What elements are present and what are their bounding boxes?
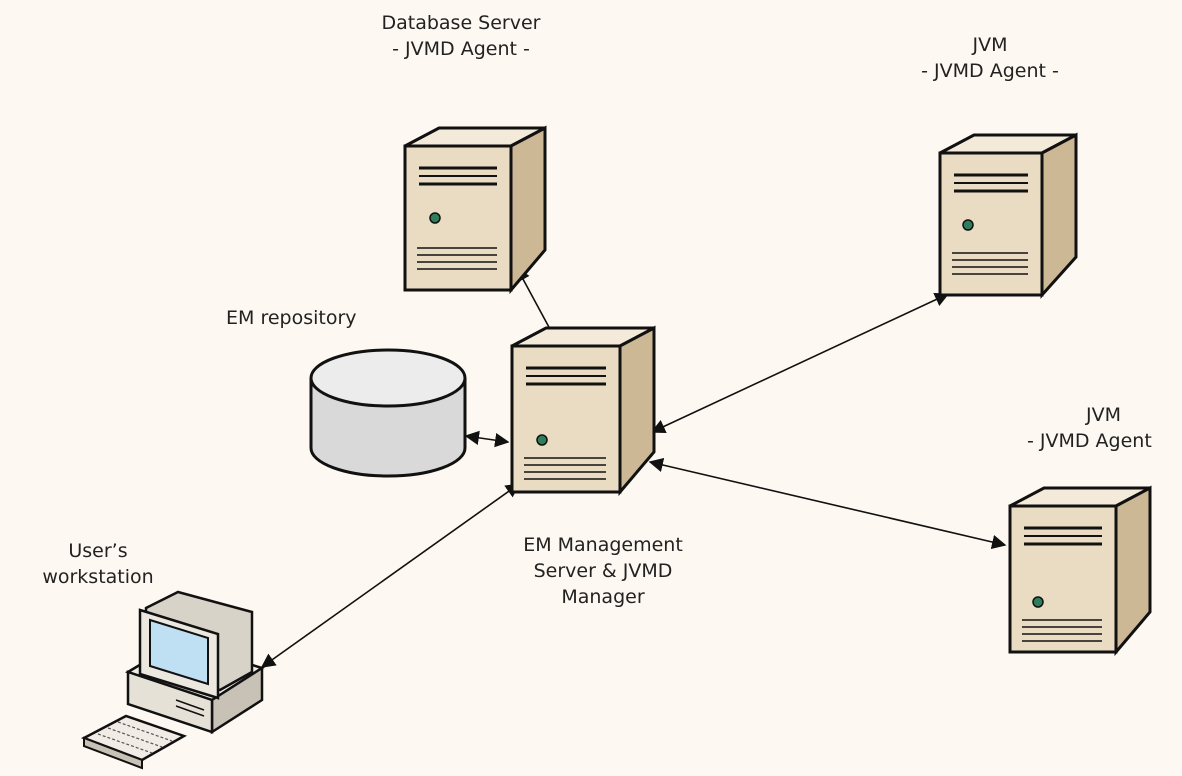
server-icon-em-management	[510, 325, 656, 497]
server-icon-jvm-right	[1008, 485, 1152, 657]
label-em-server-line2: Server & JVMD	[533, 560, 673, 582]
database-cylinder-icon	[309, 348, 467, 478]
label-jvm-right-line1: JVM	[1086, 404, 1121, 426]
label-em-repository: EM repository	[226, 305, 406, 331]
label-em-management-server: EM Management Server & JVMD Manager	[488, 532, 718, 610]
label-jvm-top-line2: - JVMD Agent -	[921, 60, 1059, 82]
label-database-server-line2: - JVMD Agent -	[392, 38, 530, 60]
workstation-icon	[80, 590, 265, 770]
label-jvm-top: JVM - JVMD Agent -	[900, 32, 1080, 84]
edge-jvm-top-to-em	[650, 292, 950, 434]
label-em-repository-line1: EM repository	[226, 307, 357, 329]
edge-repo-to-em	[464, 430, 510, 448]
edge-jvm-right-to-em	[648, 457, 1007, 550]
label-em-server-line3: Manager	[561, 586, 645, 608]
edge-workstation-to-em	[260, 483, 521, 668]
label-em-server-line1: EM Management	[523, 534, 683, 556]
label-jvm-right: JVM - JVMD Agent	[1024, 402, 1182, 454]
label-workstation-line2: workstation	[42, 566, 154, 588]
label-jvm-top-line1: JVM	[972, 34, 1008, 56]
server-icon-jvm-top	[938, 132, 1078, 299]
label-database-server-line1: Database Server	[381, 12, 541, 34]
label-workstation: User’s workstation	[28, 538, 168, 590]
label-jvm-right-line2: - JVMD Agent	[1027, 430, 1152, 452]
label-workstation-line1: User’s	[68, 540, 128, 562]
server-icon-database	[403, 125, 547, 295]
label-database-server: Database Server - JVMD Agent -	[346, 10, 576, 62]
